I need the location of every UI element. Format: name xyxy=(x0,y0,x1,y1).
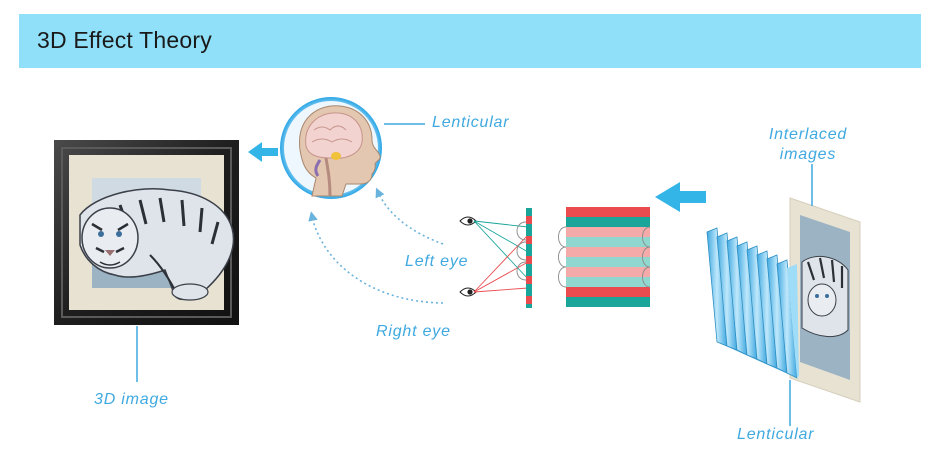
framed-3d-image xyxy=(54,140,239,325)
left-eye-signal-arrow xyxy=(375,187,444,245)
page-title: 3D Effect Theory xyxy=(37,27,212,53)
interlaced-image-panel xyxy=(789,197,861,403)
label-3d-image: 3D image xyxy=(94,391,169,408)
eye-icon xyxy=(459,287,477,297)
sight-lines xyxy=(473,220,529,293)
interlaced-block xyxy=(566,207,650,307)
lens-curves-small xyxy=(516,221,527,281)
lens-curves-large xyxy=(558,226,651,288)
interlaced-strip xyxy=(526,208,532,308)
label-interlaced-line2: images xyxy=(779,146,837,163)
eye-icon xyxy=(459,216,477,226)
brain-head-icon xyxy=(280,97,382,199)
arrow-left-icon xyxy=(248,142,278,162)
arrow-left-icon xyxy=(655,182,706,212)
lenticular-sheet xyxy=(706,227,799,379)
title-bar: 3D Effect Theory xyxy=(19,14,921,68)
label-right-eye: Right eye xyxy=(376,323,451,340)
label-lenticular-top: Lenticular xyxy=(432,114,510,131)
label-interlaced-line1: Interlaced xyxy=(768,126,848,143)
label-lenticular-bottom: Lenticular xyxy=(737,426,815,443)
label-left-eye: Left eye xyxy=(405,253,469,270)
